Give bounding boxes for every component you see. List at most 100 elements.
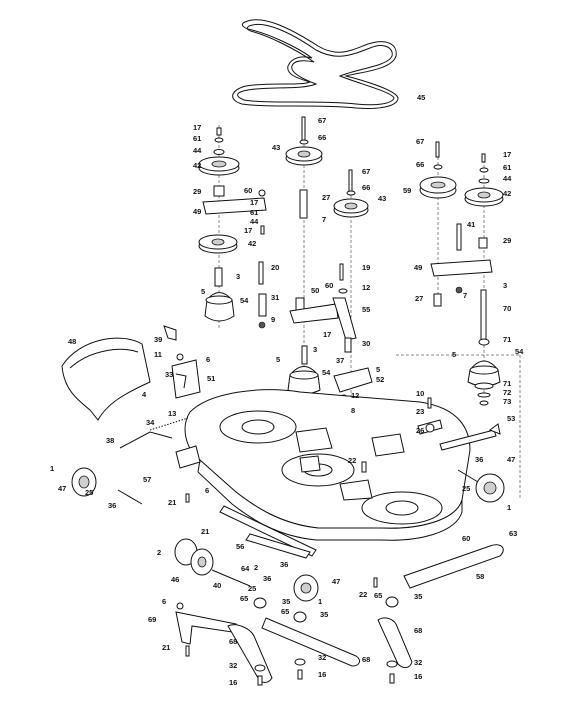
callout-36: 36: [475, 455, 483, 464]
callout-17: 17: [250, 198, 258, 207]
callout-19: 19: [362, 263, 370, 272]
callout-66: 66: [416, 160, 424, 169]
callout-26: 26: [416, 426, 424, 435]
callout-68: 68: [414, 626, 422, 635]
part-number-label: 31: [271, 293, 279, 302]
callout-42: 42: [248, 239, 256, 248]
part-number-label: 3: [503, 281, 507, 290]
callout-36: 36: [263, 574, 271, 583]
callout-11: 11: [154, 350, 162, 359]
callout-42: 42: [503, 189, 511, 198]
blades: [227, 596, 413, 686]
callout-17: 17: [244, 226, 252, 235]
part-number-label: 67: [318, 116, 326, 125]
part-number-label: 53: [507, 414, 515, 423]
callout-57: 57: [143, 475, 151, 484]
part-number-label: 33: [165, 370, 173, 379]
part-number-label: 69: [148, 615, 156, 624]
part-number-label: 9: [271, 315, 275, 324]
callout-66: 66: [318, 133, 326, 142]
part-number-label: 8: [351, 406, 355, 415]
part-number-label: 29: [193, 187, 201, 196]
part-number-label: 16: [414, 672, 422, 681]
callout-16: 16: [318, 670, 326, 679]
part-number-label: 27: [322, 193, 330, 202]
callout-1: 1: [507, 503, 511, 512]
right-center-pulley-stack: [332, 169, 373, 416]
part-number-label: 27: [415, 294, 423, 303]
part-number-label: 44: [250, 217, 259, 226]
part-number-label: 42: [193, 161, 201, 170]
part-number-label: 25: [462, 484, 470, 493]
callout-6: 6: [162, 597, 166, 606]
callout-47: 47: [332, 577, 340, 586]
callout-25: 25: [248, 584, 256, 593]
callout-46: 46: [171, 575, 179, 584]
callout-1: 1: [318, 597, 322, 606]
part-number-label: 17: [323, 330, 331, 339]
center-pulley-stack: [258, 116, 339, 395]
part-number-label: 1: [318, 597, 322, 606]
part-number-label: 46: [171, 575, 179, 584]
part-number-label: 7: [322, 215, 326, 224]
callout-17: 17: [503, 150, 511, 159]
part-number-label: 11: [154, 350, 162, 359]
part-number-label: 49: [414, 263, 422, 272]
part-number-label: 13: [168, 409, 176, 418]
part-number-label: 32: [229, 661, 237, 670]
callout-27: 27: [415, 294, 423, 303]
callout-29: 29: [503, 236, 511, 245]
part-number-label: 26: [416, 426, 424, 435]
callout-67: 67: [362, 167, 370, 176]
callout-61: 61: [250, 208, 258, 217]
part-number-label: 70: [503, 304, 511, 313]
part-number-label: 60: [325, 281, 333, 290]
part-number-label: 67: [416, 137, 424, 146]
part-number-label: 68: [414, 626, 422, 635]
part-number-label: 54: [240, 296, 249, 305]
callout-73: 73: [503, 397, 511, 406]
part-number-label: 21: [201, 527, 209, 536]
part-number-label: 3: [236, 272, 240, 281]
part-number-label: 47: [507, 455, 515, 464]
part-number-label: 17: [193, 123, 201, 132]
left-pulley-stack: [198, 127, 267, 322]
callout-67: 67: [416, 137, 424, 146]
part-number-label: 25: [85, 488, 93, 497]
callout-9: 9: [271, 315, 275, 324]
callout-72: 72: [503, 388, 511, 397]
callout-47: 47: [507, 455, 515, 464]
discharge-chute: [61, 325, 201, 449]
callout-36: 36: [108, 501, 116, 510]
callout-68: 68: [362, 655, 370, 664]
part-number-label: 32: [318, 653, 326, 662]
callout-54: 54: [515, 347, 524, 356]
mower-deck: [175, 389, 471, 541]
callout-21: 21: [162, 643, 170, 652]
part-number-label: 68: [229, 637, 237, 646]
callout-12: 12: [351, 391, 359, 400]
callout-50: 50: [311, 286, 319, 295]
part-number-label: 23: [416, 407, 424, 416]
callout-3: 3: [236, 272, 240, 281]
part-number-label: 43: [272, 143, 280, 152]
callout-55: 55: [362, 305, 370, 314]
callout-54: 54: [322, 368, 331, 377]
part-number-label: 59: [403, 186, 411, 195]
wheels: [71, 467, 505, 602]
part-number-label: 47: [58, 484, 66, 493]
part-number-label: 35: [282, 597, 290, 606]
callout-44: 44: [503, 174, 512, 183]
callout-12: 12: [362, 283, 370, 292]
callout-22: 22: [359, 590, 367, 599]
callout-21: 21: [201, 527, 209, 536]
callout-47: 47: [58, 484, 66, 493]
callout-60: 60: [462, 534, 470, 543]
callout-53: 53: [507, 414, 515, 423]
callout-63: 63: [509, 529, 517, 538]
callout-35: 35: [414, 592, 422, 601]
part-number-label: 72: [503, 388, 511, 397]
callout-10: 10: [416, 389, 424, 398]
